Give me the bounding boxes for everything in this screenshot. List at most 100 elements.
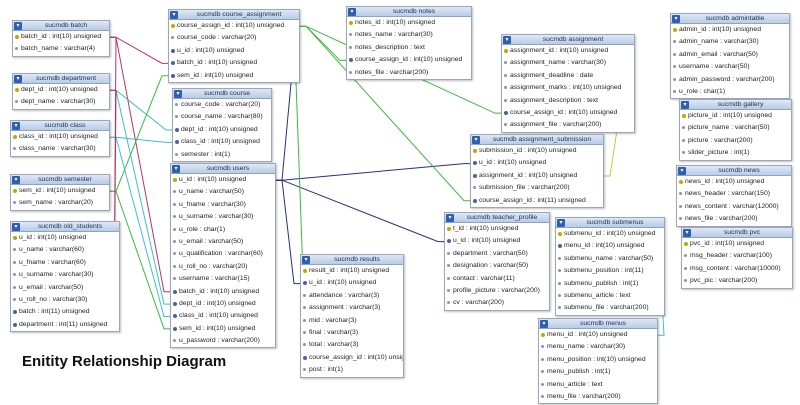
field-icon (541, 370, 544, 374)
field-text: course_code : varchar(20) (181, 101, 261, 108)
field-text: assignment_marks : int(10) unsigned (510, 84, 622, 92)
table-header[interactable]: ▾sucmdb notes (347, 7, 471, 17)
table-header[interactable]: ▾sucmdb news (677, 166, 791, 176)
collapse-icon[interactable]: ▾ (172, 165, 180, 173)
table-field: mid : varchar(3) (301, 315, 403, 327)
field-text: batch_id : int(10) unsigned (179, 287, 260, 295)
collapse-icon[interactable]: ▾ (672, 15, 680, 23)
table-field: t_id : int(10) unsigned (445, 223, 549, 235)
collapse-icon[interactable]: ▾ (12, 176, 20, 184)
collapse-icon[interactable]: ▾ (14, 22, 22, 30)
table-header[interactable]: ▾sucmdb submenus (556, 218, 664, 228)
table-header[interactable]: ▾sucmdb teacher_profile (445, 213, 549, 223)
collapse-icon[interactable]: ▾ (678, 167, 686, 175)
table-field: u_fname : varchar(30) (171, 199, 275, 211)
table-header[interactable]: ▾sucmdb results (301, 255, 403, 265)
table-header[interactable]: ▾sucmdb course (173, 89, 271, 99)
field-text: cv : varchar(200) (453, 299, 504, 307)
field-icon (682, 151, 685, 155)
table-header[interactable]: ▾sucmdb department (13, 74, 109, 84)
collapse-icon[interactable]: ▾ (503, 36, 511, 44)
field-icon (173, 202, 176, 206)
field-text: department : int(11) unsigned (19, 320, 108, 328)
collapse-icon[interactable]: ▾ (12, 122, 20, 130)
table-header[interactable]: ▾ sucmdb admintable (671, 14, 789, 24)
collapse-icon[interactable]: ▾ (446, 214, 454, 222)
collapse-icon[interactable]: ▾ (170, 11, 178, 19)
collapse-icon[interactable]: ▾ (681, 101, 689, 109)
field-text: dept_id : int(10) unsigned (181, 125, 258, 133)
table-header[interactable]: ▾sucmdb semester (11, 175, 109, 185)
table-header[interactable]: ▾ sucmdb old_students (11, 222, 119, 232)
table-class[interactable]: ▾sucmdb class class_id : int(10) unsigned… (10, 120, 110, 157)
field-icon (673, 65, 676, 69)
field-text: u_role : char(1) (679, 87, 726, 95)
field-icon (175, 152, 178, 156)
field-text: class_name : varchar(30) (19, 145, 96, 153)
collapse-icon[interactable]: ▾ (557, 219, 565, 227)
collapse-icon[interactable]: ▾ (14, 75, 22, 83)
field-text: course_code : varchar(20) (177, 34, 257, 42)
field-text: assignment : varchar(3) (309, 304, 381, 312)
collapse-icon[interactable]: ▾ (472, 136, 480, 144)
table-header[interactable]: ▾sucmdb menus (539, 319, 657, 329)
table-field: u_id : int(10) unsigned (301, 277, 403, 289)
field-text: assignment_id : int(10) unsigned (479, 171, 578, 179)
collapse-icon[interactable]: ▾ (302, 256, 310, 264)
table-field: menu_name : varchar(30) (539, 341, 657, 353)
table-title: sucmdb admintable (705, 15, 765, 22)
table-header[interactable]: ▾sucmdb users (171, 164, 275, 174)
field-icon (504, 61, 507, 65)
field-text: u_email : varchar(50) (179, 237, 244, 245)
table-header[interactable]: ▾sucmdb pvc (682, 228, 792, 238)
collapse-icon[interactable]: ▾ (683, 229, 691, 237)
field-text: class_id : int(10) unsigned (19, 133, 98, 140)
field-text: notes_name : varchar(30) (355, 31, 433, 39)
foreign-key-icon (558, 244, 562, 249)
table-header[interactable]: ▾sucmdb assignment_submission (471, 135, 603, 145)
diagram-caption: Enitity Relationship Diagram (22, 353, 227, 370)
field-text: news_id : int(10) unsigned (685, 178, 765, 185)
table-header[interactable]: ▾sucmdb assignment (502, 35, 634, 45)
field-text: u_fname : varchar(30) (179, 200, 246, 208)
table-header[interactable]: ▾sucmdb batch (13, 21, 109, 31)
table-header[interactable]: ▾sucmdb class (11, 121, 109, 131)
field-text: final : varchar(3) (309, 328, 359, 336)
table-field: assignment_deadline : date (502, 70, 634, 82)
collapse-icon[interactable]: ▾ (12, 223, 20, 231)
table-field: username : varchar(50) (671, 61, 789, 73)
table-field: submission_id : int(10) unsigned (471, 145, 603, 157)
primary-key-icon (673, 28, 677, 32)
field-icon (541, 394, 544, 398)
field-icon (175, 103, 178, 106)
relationship-line (110, 136, 172, 143)
table-title: sucmdb old_students (37, 223, 103, 230)
table-header[interactable]: ▾sucmdb course_assignment (169, 10, 299, 20)
collapse-icon[interactable]: ▾ (348, 8, 356, 16)
table-field: u_name : varchar(50) (171, 186, 275, 198)
collapse-icon[interactable]: ▾ (174, 90, 182, 98)
foreign-key-icon (473, 173, 477, 178)
field-text: u_id : int(10) unsigned (453, 237, 521, 245)
collapse-icon[interactable]: ▾ (540, 320, 548, 328)
table-field: profile_picture : varchar(200) (445, 285, 549, 297)
table-header[interactable]: ▾sucmdb gallery (680, 100, 791, 110)
